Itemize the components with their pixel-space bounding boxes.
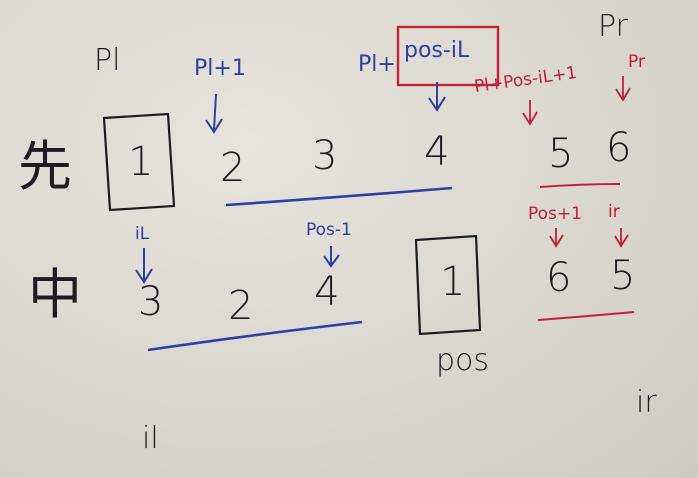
blue-underline-row1 (225, 186, 453, 207)
label-pr-red: Pr (628, 52, 645, 72)
label-pos: pos (436, 343, 490, 378)
row1-digit-1: 1 (128, 139, 154, 185)
red-box-pos-il (396, 25, 500, 87)
label-il-blue: iL (135, 224, 150, 244)
label-ir: ir (636, 385, 657, 420)
label-pl-plus-1: Pl+1 (194, 56, 246, 81)
arrow-ir (614, 228, 629, 248)
row2-digit-5: 5 (610, 253, 636, 299)
label-pl-plus-prefix: Pl+ (358, 52, 396, 77)
row2-digit-6: 6 (546, 255, 572, 301)
row2-digit-4: 4 (314, 269, 340, 315)
label-pos-il-boxed: pos-iL (404, 38, 470, 63)
label-pos-minus-1: Pos-1 (306, 220, 352, 240)
label-pos-plus-1: Pos+1 (528, 204, 582, 224)
row2-digit-2: 2 (228, 283, 254, 329)
label-ir-red: ir (608, 202, 620, 222)
arrow-pl1 (205, 93, 223, 134)
arrow-pos-1 (323, 246, 340, 268)
box-row2-1 (414, 234, 482, 336)
red-overline-row1 (539, 183, 621, 188)
row1-digit-5: 5 (548, 131, 574, 177)
arrow-il (135, 248, 153, 284)
row1-digit-6: 6 (606, 125, 632, 171)
label-il: il (142, 421, 159, 456)
row2-char: 中 (28, 263, 82, 326)
row1-digit-2: 2 (220, 145, 246, 191)
arrow-pos-il (428, 82, 446, 112)
arrow-pos1 (549, 228, 564, 248)
row2-digit-3: 3 (138, 279, 164, 325)
blue-underline-row2 (147, 320, 363, 352)
row1-digit-3: 3 (312, 133, 338, 179)
row1-char: 先 (18, 135, 72, 198)
label-pl: Pl (94, 43, 121, 78)
row2-digit-1: 1 (440, 259, 466, 305)
box-row1-1 (102, 112, 176, 212)
arrow-pr (615, 76, 631, 102)
row1-digit-4: 4 (424, 129, 450, 175)
red-underline-row2 (537, 311, 635, 321)
label-pr-top: Pr (598, 9, 628, 44)
arrow-pl-pos-il1 (522, 100, 538, 126)
